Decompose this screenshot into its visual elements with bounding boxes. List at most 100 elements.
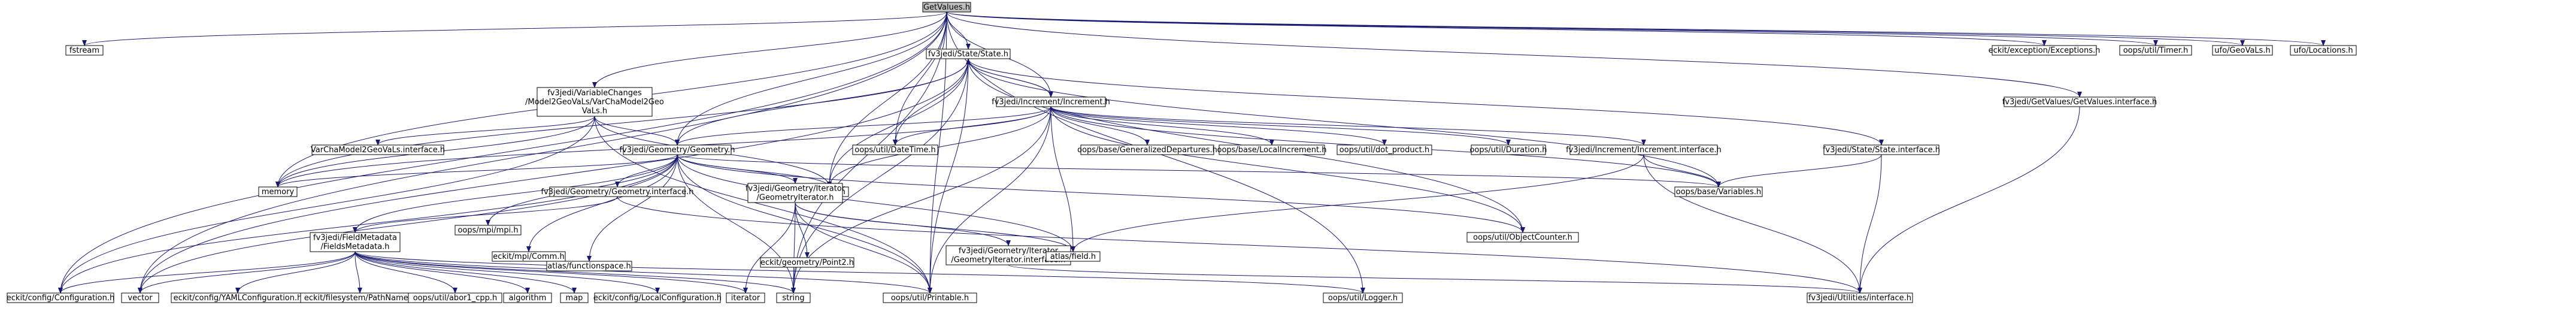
node-label-root: GetValues.h <box>923 3 970 12</box>
edge-fieldmeta-to-pathname <box>354 251 362 294</box>
node-comm[interactable]: eckit/mpi/Comm.h <box>492 251 566 262</box>
node-algorithm[interactable]: algorithm <box>503 292 552 303</box>
node-label-eckitexc: eckit/exception/Exceptions.h <box>1989 46 2101 55</box>
node-getvaluesif[interactable]: fv3jedi/GetValues/GetValues.interface.h <box>2002 96 2157 107</box>
node-box-geometryif <box>549 186 686 197</box>
node-logger[interactable]: oops/util/Logger.h <box>1323 292 1403 303</box>
node-label-pathname: eckit/filesystem/PathName.h <box>304 294 416 303</box>
edge-state-to-stateif <box>968 58 1884 146</box>
node-varchaif[interactable]: VarChaModel2GeoVaLs.interface.h <box>311 144 445 155</box>
edge-fieldmeta-to-yamlconf <box>235 251 356 294</box>
node-ufogeovals[interactable]: ufo/GeoVaLs.h <box>2212 45 2273 56</box>
node-box-ufolocs <box>2290 45 2357 56</box>
node-yamlconf[interactable]: eckit/config/YAMLConfiguration.h <box>171 292 305 303</box>
node-atlasfield[interactable]: atlas/field.h <box>1045 251 1101 262</box>
edge-increment-to-incrementif <box>1050 106 1646 146</box>
node-geomiterif[interactable]: fv3jedi/Geometry/Iterator/GeometryIterat… <box>945 245 1071 265</box>
node-utilitiesif[interactable]: fv3jedi/Utilities/interface.h <box>1807 292 1913 303</box>
node-label-varcha-2: VaLs.h <box>582 107 607 116</box>
node-state[interactable]: fv3jedi/State/State.h <box>926 49 1011 59</box>
node-localconf[interactable]: eckit/config/LocalConfiguration.h <box>593 292 722 303</box>
edge-varcha-to-eckitconf <box>58 116 595 294</box>
edge-geometry-to-atlasfield <box>677 154 1075 252</box>
node-box-increment <box>996 96 1106 107</box>
node-geometryif[interactable]: fv3jedi/Geometry/Geometry.interface.h <box>541 186 694 197</box>
node-variables[interactable]: oops/base/Variables.h <box>1674 186 1763 197</box>
node-incrementif[interactable]: fv3jedi/Increment/Increment.interface.h <box>1566 144 1722 155</box>
node-map[interactable]: map <box>560 292 589 303</box>
node-box-duration <box>1471 144 1546 155</box>
node-datetime[interactable]: oops/util/DateTime.h <box>852 144 938 155</box>
edge-geometry-to-objcounter <box>677 154 1525 233</box>
node-geomiter[interactable]: fv3jedi/Geometry/Iterator/GeometryIterat… <box>745 183 845 203</box>
edge-geometry-to-printable <box>677 154 932 294</box>
node-objcounter[interactable]: oops/util/ObjectCounter.h <box>1466 232 1579 243</box>
file-nodes: GetValues.h fstream fv3jedi/State/State.h f… <box>7 2 2357 303</box>
node-label-varchaif: VarChaModel2GeoVaLs.interface.h <box>311 146 445 155</box>
node-label-datetime: oops/util/DateTime.h <box>854 146 936 155</box>
edge-root-to-varcha <box>592 11 947 88</box>
edge-root-to-ufolocs <box>946 11 2326 46</box>
node-duration[interactable]: oops/util/Duration.h <box>1469 144 1547 155</box>
node-box-fstream <box>65 45 104 56</box>
node-string[interactable]: string <box>776 292 811 303</box>
node-root[interactable]: GetValues.h <box>922 2 971 13</box>
node-box-comm <box>492 251 566 262</box>
node-label-printable: oops/util/Printable.h <box>891 294 969 303</box>
edge-state-to-variables <box>968 58 1721 188</box>
edge-geometry-to-memory <box>275 154 678 188</box>
node-iterator[interactable]: iterator <box>726 292 765 303</box>
edge-increment-to-ostream <box>827 106 1051 188</box>
edge-varcha-to-varchaif <box>375 116 595 146</box>
node-label-point2: eckit/geometry/Point2.h <box>760 258 854 267</box>
node-fieldmeta[interactable]: fv3jedi/FieldMetadata/FieldsMetadata.h <box>310 232 401 252</box>
node-stateif[interactable]: fv3jedi/State/State.interface.h <box>1823 144 1940 155</box>
node-functionspace[interactable]: atlas/functionspace.h <box>546 261 632 271</box>
node-pathname[interactable]: eckit/filesystem/PathName.h <box>300 292 420 303</box>
edge-geometry-to-vector <box>138 154 678 294</box>
edge-increment-to-duration <box>1050 106 1511 146</box>
node-box-variables <box>1674 186 1763 197</box>
node-dotprod[interactable]: oops/util/dot_product.h <box>1337 144 1432 155</box>
node-box-localconf <box>594 292 721 303</box>
node-label-objcounter: oops/util/ObjectCounter.h <box>1473 233 1572 242</box>
node-box-geomiter <box>747 183 843 203</box>
node-box-mpi <box>454 225 522 236</box>
node-label-stateif: fv3jedi/State/State.interface.h <box>1823 146 1940 155</box>
node-gendep[interactable]: oops/base/GeneralizedDepartures.h <box>1077 144 1217 155</box>
node-eckitexc[interactable]: eckit/exception/Exceptions.h <box>1989 45 2101 56</box>
edge-geomiter-to-string <box>791 202 796 294</box>
edge-state-to-datetime <box>893 58 969 146</box>
node-box-functionspace <box>546 261 632 271</box>
edge-geometry-to-functionspace <box>587 154 678 262</box>
node-memory[interactable]: memory <box>258 186 298 197</box>
edge-fieldmeta-to-abort <box>354 251 457 294</box>
node-vector[interactable]: vector <box>121 292 159 303</box>
node-box-datetime <box>852 144 938 155</box>
node-label-timer: oops/util/Timer.h <box>2123 46 2189 55</box>
edge-geometry-to-geometryif <box>615 154 678 188</box>
node-label-localconf: eckit/config/LocalConfiguration.h <box>593 294 722 303</box>
edge-geometry-to-ostream <box>677 154 832 188</box>
node-box-timer <box>2119 45 2192 56</box>
edge-fieldmeta-to-printable <box>354 251 932 294</box>
node-abort[interactable]: oops/util/abor1_cpp.h <box>408 292 502 303</box>
node-geometry[interactable]: fv3jedi/Geometry/Geometry.h <box>620 144 735 155</box>
node-box-utilitiesif <box>1807 292 1913 303</box>
node-localinc[interactable]: oops/base/LocalIncrement.h <box>1217 144 1327 155</box>
node-fstream[interactable]: fstream <box>65 45 104 56</box>
node-point2[interactable]: eckit/geometry/Point2.h <box>760 257 854 268</box>
node-timer[interactable]: oops/util/Timer.h <box>2119 45 2192 56</box>
node-label-geometryif: fv3jedi/Geometry/Geometry.interface.h <box>541 188 693 197</box>
node-eckitconf[interactable]: eckit/config/Configuration.h <box>7 292 114 303</box>
edge-root-to-geometry <box>675 11 947 146</box>
node-label-geomiterif-1: /GeometryIterator.interface.h <box>951 256 1065 265</box>
node-ufolocs[interactable]: ufo/Locations.h <box>2290 45 2357 56</box>
node-printable[interactable]: oops/util/Printable.h <box>883 292 977 303</box>
node-label-variables: oops/base/Variables.h <box>1676 188 1761 197</box>
node-increment[interactable]: fv3jedi/Increment/Increment.h <box>992 96 1110 107</box>
node-varcha[interactable]: fv3jedi/VariableChanges/Model2GeoVaLs/Va… <box>525 87 664 117</box>
node-mpi[interactable]: oops/mpi/mpi.h <box>454 225 522 236</box>
edge-varcha-to-geometry <box>594 116 680 146</box>
